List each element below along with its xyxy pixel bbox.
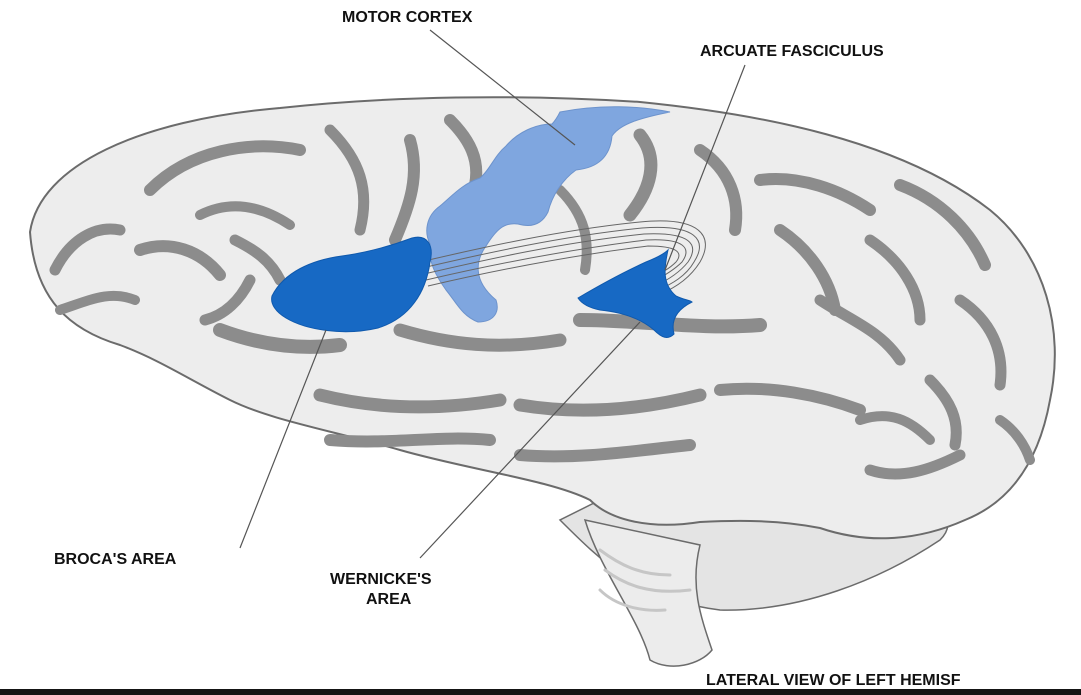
motor-cortex-label: MOTOR CORTEX (342, 9, 473, 26)
wernickes-area-label-line2: AREA (366, 591, 412, 608)
brocas-area-label: BROCA'S AREA (54, 551, 177, 568)
arcuate-fasciculus-label: ARCUATE FASCICULUS (700, 43, 884, 60)
bottom-bar (0, 689, 1081, 695)
wernickes-area-label-line1: WERNICKE'S (330, 571, 432, 588)
view-caption: LATERAL VIEW OF LEFT HEMISF (706, 672, 961, 689)
